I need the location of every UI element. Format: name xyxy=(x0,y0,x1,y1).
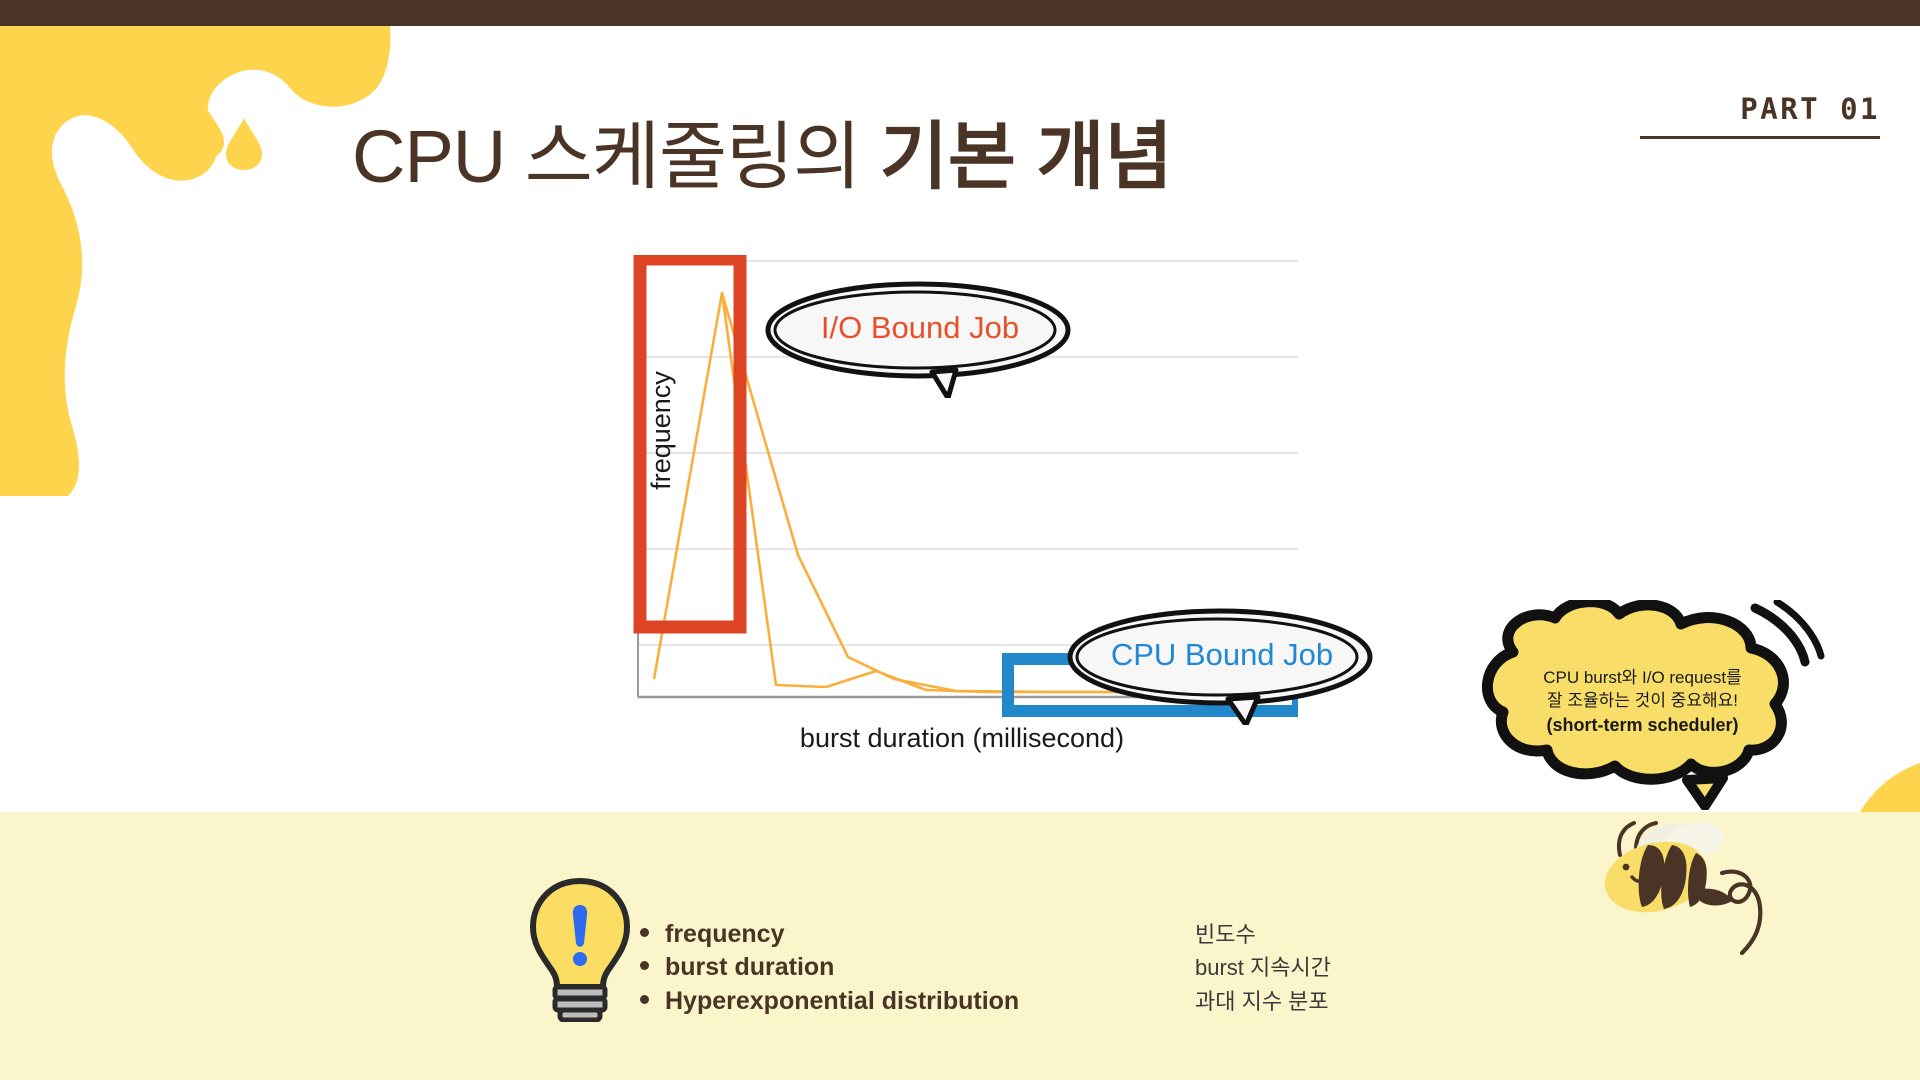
scheduler-note-bubble: CPU burst와 I/O request를 잘 조율하는 것이 중요해요! … xyxy=(1455,596,1830,811)
io-bound-callout: I/O Bound Job xyxy=(760,278,1080,401)
honey-drop-icon-1 xyxy=(180,100,224,160)
glossary-translations: 빈도수 burst 지속시간 과대 지수 분포 xyxy=(1195,918,1575,1018)
thought-cloud-icon xyxy=(1482,596,1825,811)
honey-drip-icon xyxy=(0,26,391,496)
cpu-bound-callout: CPU Bound Job xyxy=(1062,605,1382,728)
bee-icon xyxy=(1604,821,1763,956)
speech-bubble-icon-io xyxy=(765,281,1071,401)
glossary-term-label: Hyperexponential distribution xyxy=(665,986,1020,1015)
chart-x-axis-label: burst duration (millisecond) xyxy=(799,723,1125,753)
speech-bubble-icon-cpu xyxy=(1067,608,1373,728)
lightbulb-icon xyxy=(529,877,631,1022)
page-title-bold: 기본 개념 xyxy=(879,115,1173,198)
scheduler-note-line3: (short-term scheduler) xyxy=(1546,714,1739,735)
chart-y-axis-label: frequency xyxy=(645,371,676,490)
glossary-term-label: burst duration xyxy=(665,953,835,981)
glossary-term-label: frequency xyxy=(665,919,785,948)
glossary-term-item: frequency xyxy=(640,918,1360,952)
honey-drop-icon-2 xyxy=(226,118,262,170)
burst-distribution-chart: frequency burst duration (millisecond) xyxy=(626,255,1298,770)
top-accent-bar xyxy=(0,0,1920,26)
glossary-translation-label: 빈도수 xyxy=(1195,921,1256,947)
bullet-icon xyxy=(640,961,649,970)
glossary-terms: frequency burst duration Hyperexponentia… xyxy=(640,918,1360,1019)
scheduler-note-text: CPU burst와 I/O request를 잘 조율하는 것이 중요해요! … xyxy=(1455,666,1830,738)
part-rule xyxy=(1640,136,1880,139)
bullet-icon xyxy=(640,927,649,937)
part-label: PART 01 xyxy=(1740,92,1880,126)
page-title: CPU 스케줄링의 기본 개념 xyxy=(352,120,1173,194)
scheduler-note-line1: CPU burst와 I/O request를 xyxy=(1543,668,1742,687)
glossary-translation-label: burst 지속시간 xyxy=(1195,955,1331,981)
io-bound-callout-text: I/O Bound Job xyxy=(820,310,1020,345)
glossary-term-item: burst duration xyxy=(640,951,1360,985)
bullet-icon xyxy=(640,994,649,1004)
part-indicator: PART 01 xyxy=(1550,95,1880,139)
scheduler-note-line2: 잘 조율하는 것이 중요해요! xyxy=(1547,691,1738,711)
io-bound-highlight-box xyxy=(633,255,747,634)
page-title-light: CPU 스케줄링의 xyxy=(352,115,880,198)
glossary-band xyxy=(0,812,1920,1080)
glossary-translation-label: 과대 지수 분포 xyxy=(1195,988,1329,1014)
glossary-term-item: Hyperexponential distribution xyxy=(640,985,1360,1019)
cpu-bound-callout-text: CPU Bound Job xyxy=(1110,637,1334,672)
